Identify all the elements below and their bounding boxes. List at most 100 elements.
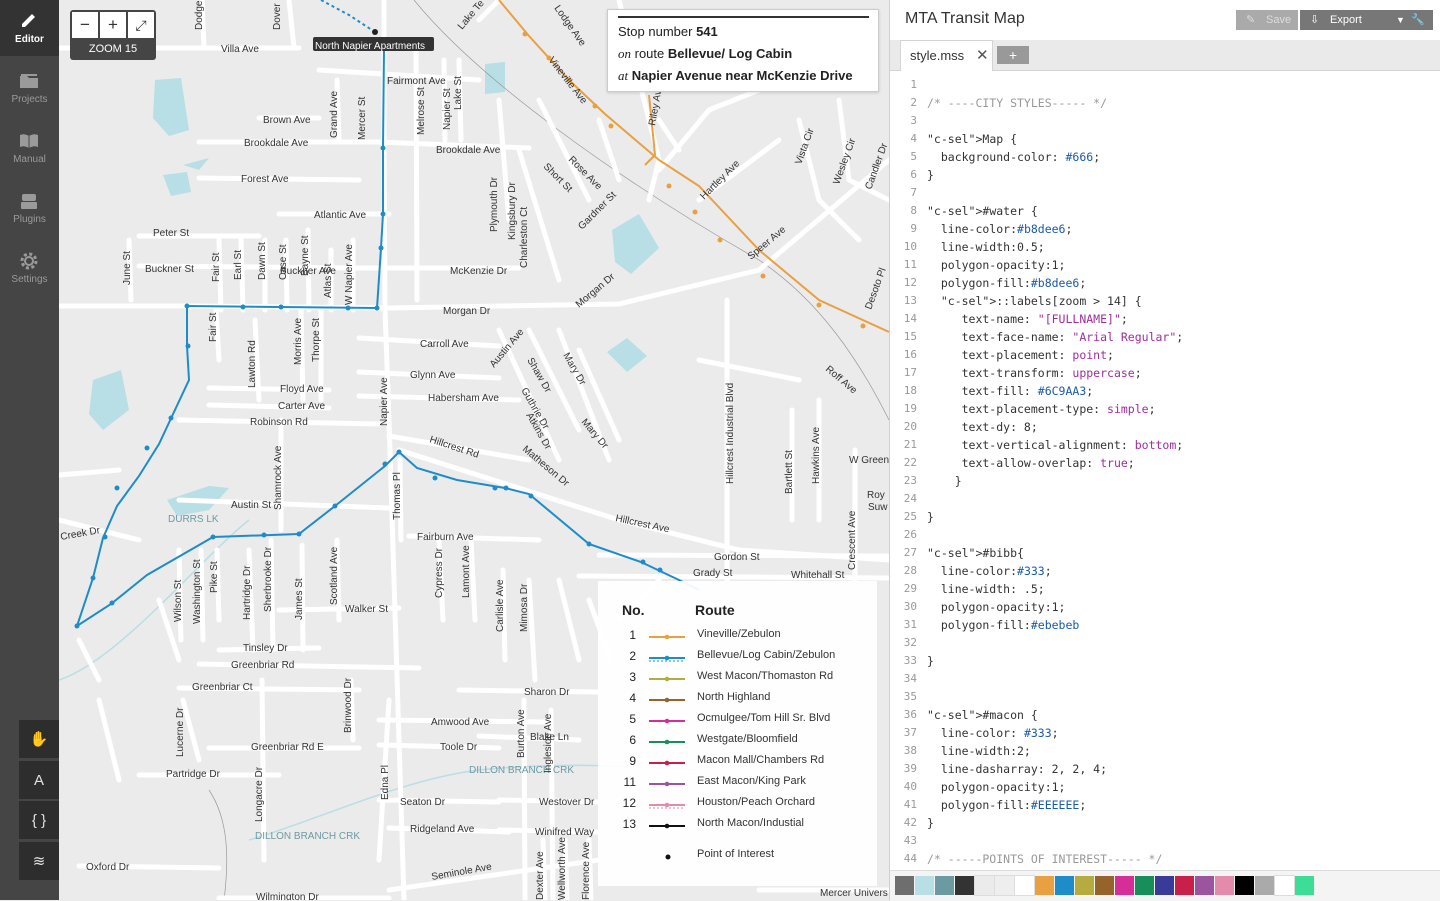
close-icon[interactable]: ✕: [976, 47, 989, 64]
code-line[interactable]: 33}: [890, 652, 1440, 670]
add-tab-button[interactable]: +: [997, 46, 1029, 64]
code-text[interactable]: line-color:#333;: [927, 564, 1052, 578]
code-line[interactable]: 1: [890, 76, 1440, 94]
code-line[interactable]: 6}: [890, 166, 1440, 184]
code-text[interactable]: line-color: #333;: [927, 726, 1059, 740]
palette-swatch[interactable]: [1195, 876, 1214, 895]
code-line[interactable]: 37 line-color: #333;: [890, 724, 1440, 742]
code-line[interactable]: 12 polygon-fill:#b8dee6;: [890, 274, 1440, 292]
code-line[interactable]: 19 text-placement-type: simple;: [890, 400, 1440, 418]
code-line[interactable]: 32: [890, 634, 1440, 652]
palette-swatch[interactable]: [1055, 876, 1074, 895]
code-text[interactable]: "c-sel">Map {: [927, 132, 1018, 146]
palette-swatch[interactable]: [1235, 876, 1254, 895]
code-text[interactable]: text-transform: uppercase;: [927, 366, 1142, 380]
palette-swatch[interactable]: [1095, 876, 1114, 895]
code-text[interactable]: polygon-opacity:1;: [927, 600, 1066, 614]
palette-swatch[interactable]: [935, 876, 954, 895]
code-text[interactable]: text-dy: 8;: [927, 420, 1038, 434]
code-text[interactable]: text-allow-overlap: true;: [927, 456, 1135, 470]
fullscreen-button[interactable]: ⤢: [128, 12, 154, 38]
code-line[interactable]: 36"c-sel">#macon {: [890, 706, 1440, 724]
palette-swatch[interactable]: [1155, 876, 1174, 895]
code-line[interactable]: 24: [890, 490, 1440, 508]
code-text[interactable]: text-name: "[FULLNAME]";: [927, 312, 1128, 326]
code-text[interactable]: line-width:2;: [927, 744, 1031, 758]
palette-swatch[interactable]: [974, 875, 995, 896]
nav-settings[interactable]: Settings: [0, 240, 59, 296]
code-text[interactable]: text-vertical-alignment: bottom;: [927, 438, 1184, 452]
palette-swatch[interactable]: [915, 876, 934, 895]
palette-swatch[interactable]: [955, 876, 974, 895]
code-line[interactable]: 11 polygon-opacity:1;: [890, 256, 1440, 274]
palette-swatch[interactable]: [1215, 876, 1234, 895]
code-line[interactable]: 42}: [890, 814, 1440, 832]
code-line[interactable]: 35: [890, 688, 1440, 706]
code-line[interactable]: 2/* ----CITY STYLES----- */: [890, 94, 1440, 112]
code-line[interactable]: 41 polygon-fill:#EEEEEE;: [890, 796, 1440, 814]
code-text[interactable]: "c-sel">#macon {: [927, 708, 1038, 722]
code-text[interactable]: }: [927, 654, 934, 668]
code-text[interactable]: line-dasharray: 2, 2, 4;: [927, 762, 1108, 776]
code-text[interactable]: polygon-fill:#b8dee6;: [927, 276, 1087, 290]
code-text[interactable]: line-color:#b8dee6;: [927, 222, 1073, 236]
zoom-in-button[interactable]: +: [100, 12, 126, 38]
code-line[interactable]: 39 line-dasharray: 2, 2, 4;: [890, 760, 1440, 778]
code-line[interactable]: 34: [890, 670, 1440, 688]
code-tool-button[interactable]: { }: [19, 801, 59, 839]
code-line[interactable]: 15 text-face-name: "Arial Regular";: [890, 328, 1440, 346]
code-text[interactable]: background-color: #666;: [927, 150, 1101, 164]
code-text[interactable]: }: [927, 816, 934, 830]
code-text[interactable]: line-width: .5;: [927, 582, 1045, 596]
code-text[interactable]: }: [927, 510, 934, 524]
code-line[interactable]: 7: [890, 184, 1440, 202]
code-text[interactable]: }: [927, 474, 962, 488]
code-line[interactable]: 40 polygon-opacity:1;: [890, 778, 1440, 796]
code-text[interactable]: text-placement: point;: [927, 348, 1114, 362]
pan-tool-button[interactable]: ✋: [19, 720, 59, 758]
zoom-out-button[interactable]: −: [72, 12, 98, 38]
palette-swatch[interactable]: [1274, 875, 1295, 896]
nav-manual[interactable]: Manual: [0, 120, 59, 176]
code-line[interactable]: 17 text-transform: uppercase;: [890, 364, 1440, 382]
code-text[interactable]: line-width:0.5;: [927, 240, 1045, 254]
code-text[interactable]: text-face-name: "Arial Regular";: [927, 330, 1184, 344]
code-line[interactable]: 3: [890, 112, 1440, 130]
export-button[interactable]: ⇩ Export ▼: [1300, 10, 1412, 30]
nav-editor[interactable]: Editor: [0, 0, 59, 56]
code-line[interactable]: 4"c-sel">Map {: [890, 130, 1440, 148]
palette-swatch[interactable]: [1035, 876, 1054, 895]
code-line[interactable]: 14 text-name: "[FULLNAME]";: [890, 310, 1440, 328]
code-line[interactable]: 5 background-color: #666;: [890, 148, 1440, 166]
palette-swatch[interactable]: [1135, 876, 1154, 895]
code-text[interactable]: polygon-fill:#ebebeb: [927, 618, 1080, 632]
code-line[interactable]: 43: [890, 832, 1440, 850]
code-line[interactable]: 44/* -----POINTS OF INTEREST----- */: [890, 850, 1440, 868]
palette-swatch[interactable]: [1295, 876, 1314, 895]
code-line[interactable]: 29 line-width: .5;: [890, 580, 1440, 598]
code-line[interactable]: 9 line-color:#b8dee6;: [890, 220, 1440, 238]
code-line[interactable]: 22 text-allow-overlap: true;: [890, 454, 1440, 472]
code-line[interactable]: 16 text-placement: point;: [890, 346, 1440, 364]
code-text[interactable]: polygon-opacity:1;: [927, 780, 1066, 794]
save-button[interactable]: ✎ Save: [1236, 10, 1298, 30]
code-line[interactable]: 23 }: [890, 472, 1440, 490]
code-text[interactable]: polygon-fill:#EEEEEE;: [927, 798, 1087, 812]
code-text[interactable]: }: [927, 168, 934, 182]
palette-swatch[interactable]: [895, 876, 914, 895]
code-line[interactable]: 26: [890, 526, 1440, 544]
selected-stop-marker[interactable]: [372, 29, 378, 35]
code-line[interactable]: 21 text-vertical-alignment: bottom;: [890, 436, 1440, 454]
code-line[interactable]: 38 line-width:2;: [890, 742, 1440, 760]
nav-projects[interactable]: Projects: [0, 60, 59, 116]
palette-swatch[interactable]: [1014, 875, 1035, 896]
tab-style-mss[interactable]: style.mss ✕: [900, 40, 993, 71]
nav-plugins[interactable]: Plugins: [0, 180, 59, 236]
code-line[interactable]: 20 text-dy: 8;: [890, 418, 1440, 436]
code-text[interactable]: text-placement-type: simple;: [927, 402, 1156, 416]
code-text[interactable]: polygon-opacity:1;: [927, 258, 1066, 272]
code-text[interactable]: "c-sel">::labels[zoom > 14] {: [940, 294, 1142, 308]
palette-swatch[interactable]: [994, 875, 1015, 896]
